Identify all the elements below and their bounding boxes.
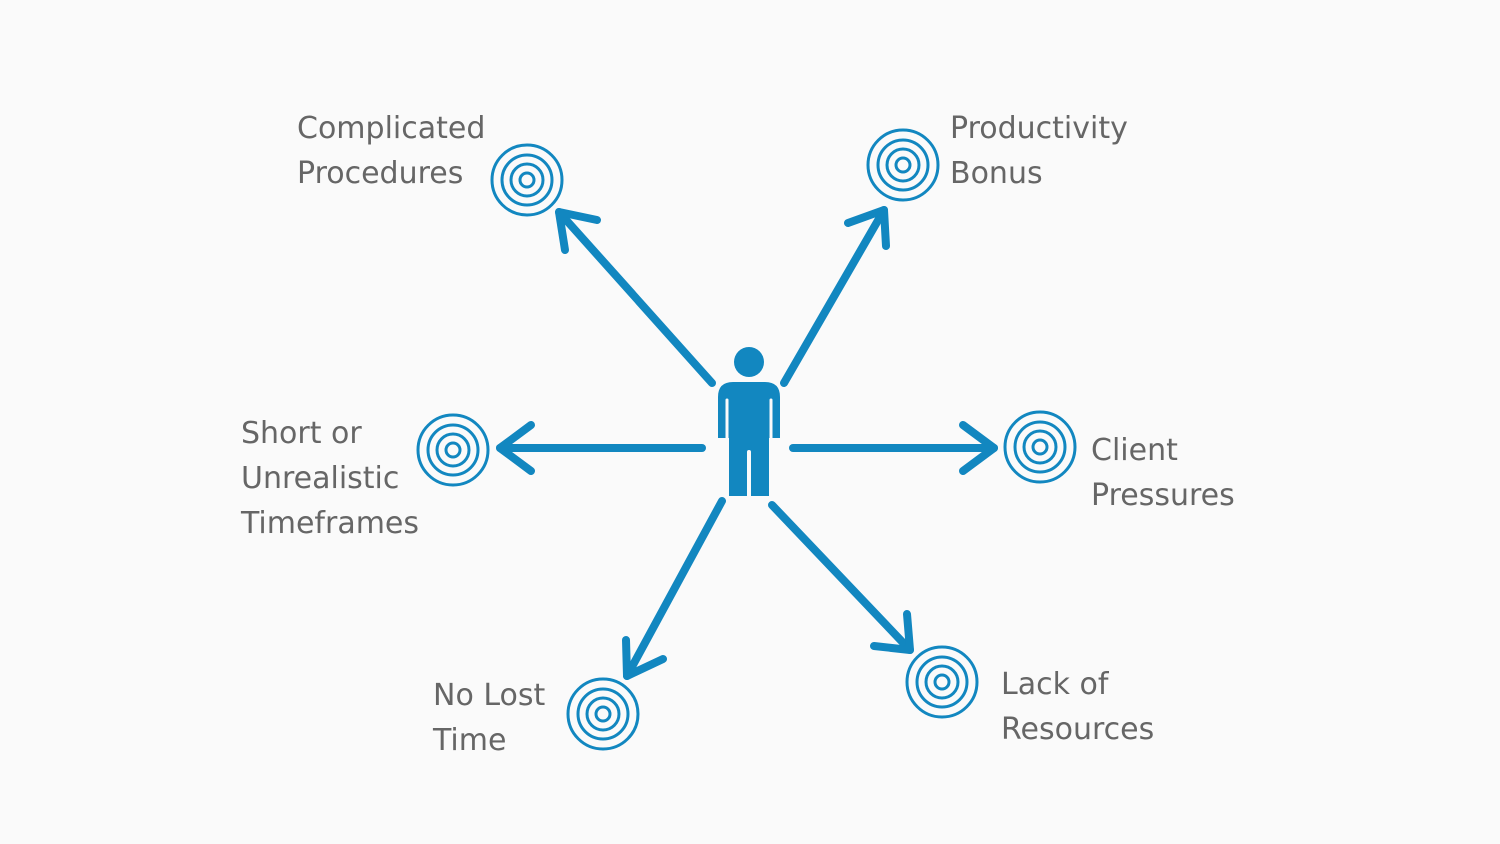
label-short-timeframes: Short or Unrealistic Timeframes: [241, 411, 419, 546]
person-icon: [718, 347, 780, 500]
target-icon: [416, 413, 490, 487]
label-line: Short or: [241, 416, 362, 451]
label-lack-of-resources: Lack of Resources: [1001, 662, 1154, 752]
label-line: Resources: [1001, 712, 1155, 747]
arrow-to-client-pressures: [789, 421, 998, 475]
label-line: No Lost: [433, 678, 546, 713]
target-icon: [866, 128, 940, 202]
label-productivity-bonus: Productivity Bonus: [950, 106, 1128, 196]
label-line: Lack of: [1001, 667, 1109, 702]
arrow-to-short-timeframes: [496, 421, 706, 475]
target-icon: [905, 645, 979, 719]
arrow-to-no-lost-time: [622, 497, 726, 680]
label-line: Time: [433, 723, 507, 758]
label-line: Pressures: [1091, 478, 1235, 513]
label-line: Timeframes: [241, 506, 420, 541]
label-line: Client: [1091, 433, 1178, 468]
arrow-to-complicated-procedures: [555, 208, 716, 387]
target-icon: [1003, 410, 1077, 484]
label-line: Bonus: [950, 156, 1043, 191]
target-icon: [490, 143, 564, 217]
label-line: Unrealistic: [241, 461, 400, 496]
label-line: Complicated: [297, 111, 486, 146]
label-line: Productivity: [950, 111, 1128, 146]
arrow-to-lack-of-resources: [768, 501, 914, 654]
label-client-pressures: Client Pressures: [1091, 428, 1235, 518]
target-icon: [566, 677, 640, 751]
label-no-lost-time: No Lost Time: [433, 673, 545, 763]
arrow-to-productivity-bonus: [780, 206, 890, 387]
label-line: Procedures: [297, 156, 464, 191]
label-complicated-procedures: Complicated Procedures: [297, 106, 485, 196]
